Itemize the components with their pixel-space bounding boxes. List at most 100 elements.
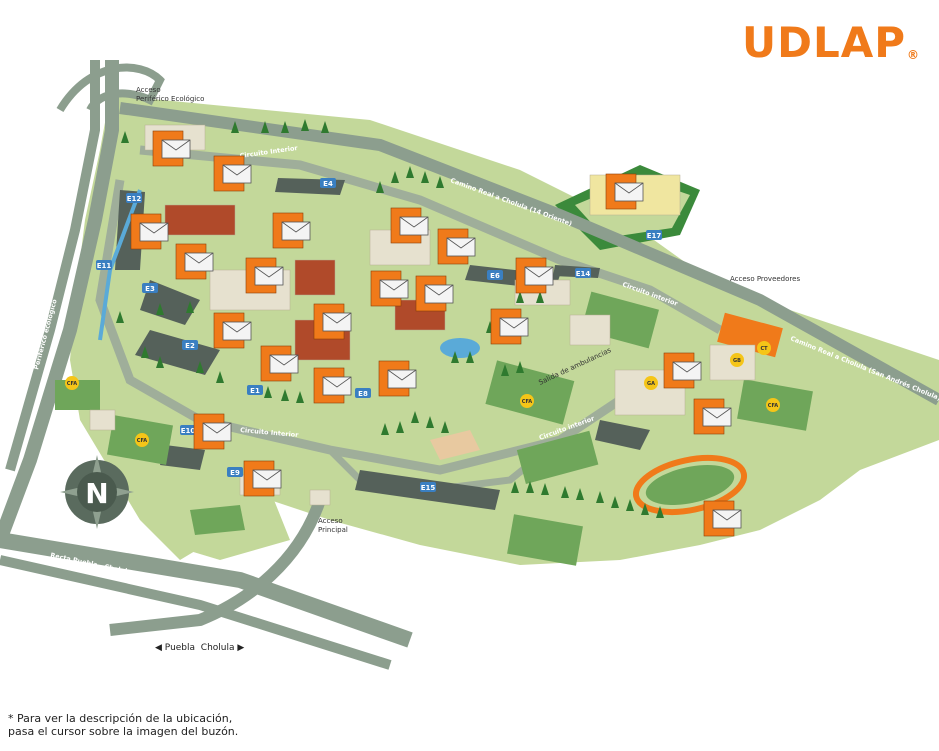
udlap-logo: UDLAP® (742, 18, 920, 67)
compass-letter: N (85, 477, 108, 510)
mailbox-icon[interactable] (663, 352, 702, 389)
mailbox-icon[interactable] (313, 367, 352, 404)
facility-badge-cfa: CFA (135, 433, 149, 447)
tree (536, 291, 544, 303)
svg-text:E17: E17 (647, 232, 662, 240)
mailbox-icon[interactable] (390, 207, 429, 244)
mailbox-icon[interactable] (272, 212, 311, 249)
parking-code-e11: E11 (96, 260, 112, 270)
tree (264, 386, 272, 398)
facility-badge-gb: GB (730, 353, 744, 367)
svg-text:CFA: CFA (522, 399, 533, 405)
tree (516, 291, 524, 303)
tree (281, 389, 289, 401)
mailbox-icon[interactable] (605, 173, 644, 210)
mailbox-icon[interactable] (243, 460, 282, 497)
mailbox-icons[interactable] (130, 130, 742, 537)
tree (391, 171, 399, 183)
parking-code-e3: E3 (142, 283, 158, 293)
mailbox-icon[interactable] (313, 303, 352, 340)
svg-text:CT: CT (760, 346, 768, 352)
label-acceso-periferico-1: Acceso (136, 86, 161, 94)
main-access-road (109, 498, 326, 636)
recta-road-2 (0, 555, 392, 670)
mailbox-icon[interactable] (213, 155, 252, 192)
parking-code-e9: E9 (227, 467, 243, 477)
tree (196, 361, 204, 373)
parking-code-e14: E14 (575, 268, 591, 278)
label-acceso-principal-1: Acceso (318, 517, 343, 525)
facility-badge-cfa: CFA (520, 394, 534, 408)
parking-code-e12: E12 (126, 193, 142, 203)
mailbox-icon[interactable] (260, 345, 299, 382)
facility-badge-cfa: CFA (766, 398, 780, 412)
tree (186, 301, 194, 313)
mailbox-icon[interactable] (193, 413, 232, 450)
direction-indicator: ◀ Puebla Cholula ▶ (155, 643, 245, 653)
tree (421, 171, 429, 183)
tree (611, 496, 619, 508)
svg-text:E1: E1 (250, 387, 260, 395)
tree (406, 166, 414, 178)
tree (436, 176, 444, 188)
label-acceso-principal-2: Principal (318, 526, 348, 534)
mailbox-icon[interactable] (378, 360, 417, 397)
parking-code-e10: E10 (180, 425, 196, 435)
tree (261, 121, 269, 133)
parking-code-e6: E6 (487, 270, 503, 280)
note-line-2: pasa el cursor sobre la imagen del buzón… (8, 725, 239, 738)
tree (626, 499, 634, 511)
mailbox-icon[interactable] (213, 312, 252, 349)
mailbox-icon[interactable] (490, 308, 529, 345)
mailbox-icon[interactable] (175, 243, 214, 280)
logo-text: UDLAP (742, 18, 907, 67)
parking-code-e15: E15 (420, 482, 436, 492)
tree (541, 483, 549, 495)
tree (381, 423, 389, 435)
tree (216, 371, 224, 383)
trees (116, 119, 664, 518)
mailbox-icon[interactable] (693, 398, 732, 435)
tree (451, 351, 459, 363)
svg-text:CFA: CFA (137, 438, 148, 444)
mailbox-icon[interactable] (130, 213, 169, 250)
tree (516, 361, 524, 373)
tree (156, 303, 164, 315)
tree (441, 421, 449, 433)
tree (526, 481, 534, 493)
svg-text:E9: E9 (230, 469, 240, 477)
svg-text:CFA: CFA (67, 381, 78, 387)
tree (296, 391, 304, 403)
facility-badge-ga: GA (644, 376, 658, 390)
mailbox-icon[interactable] (152, 130, 191, 167)
svg-text:E10: E10 (181, 427, 196, 435)
pond (440, 338, 480, 358)
svg-text:E6: E6 (490, 272, 500, 280)
svg-text:GB: GB (733, 358, 741, 364)
tree (321, 121, 329, 133)
tree (576, 488, 584, 500)
mailbox-icon[interactable] (703, 500, 742, 537)
svg-text:E14: E14 (576, 270, 591, 278)
tree (231, 121, 239, 133)
logo-registered: ® (907, 48, 921, 62)
mailbox-icon[interactable] (515, 257, 554, 294)
parking-code-e2: E2 (182, 340, 198, 350)
mailbox-icon[interactable] (437, 228, 476, 265)
compass: N (60, 455, 134, 529)
tree (511, 481, 519, 493)
parking-code-e17: E17 (646, 230, 662, 240)
label-acceso-periferico-2: Periférico Ecológico (136, 95, 204, 103)
parking-code-e4: E4 (320, 178, 336, 188)
svg-text:E3: E3 (145, 285, 155, 293)
mailbox-icon[interactable] (245, 257, 284, 294)
tree (376, 181, 384, 193)
facility-badge-ct: CT (757, 341, 771, 355)
mailbox-icon[interactable] (370, 270, 409, 307)
parking-code-e1: E1 (247, 385, 263, 395)
mailbox-icon[interactable] (415, 275, 454, 312)
tree (501, 364, 509, 376)
svg-text:E8: E8 (358, 390, 368, 398)
